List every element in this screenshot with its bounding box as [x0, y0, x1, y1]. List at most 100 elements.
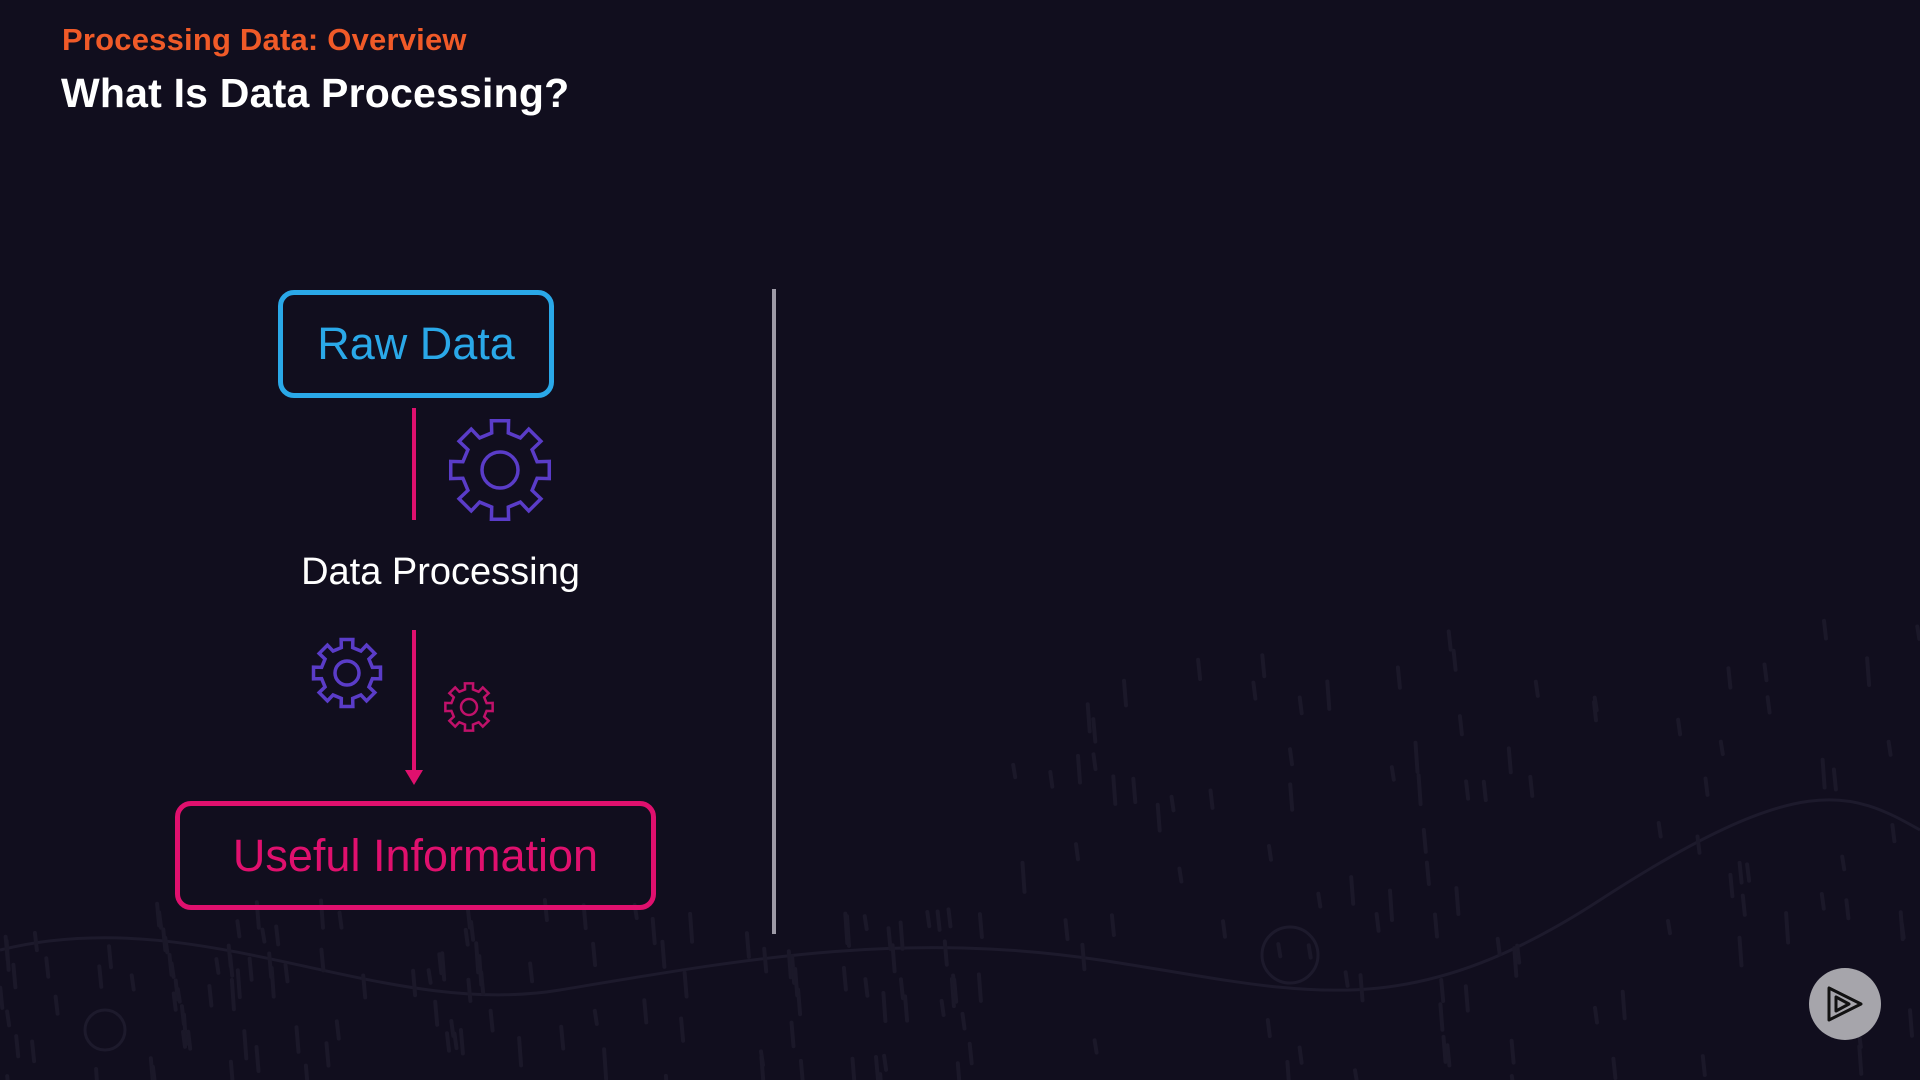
texture-tick [175, 987, 182, 1004]
texture-tick [642, 998, 649, 1025]
texture-tick [1109, 913, 1116, 937]
texture-tick [1737, 935, 1744, 968]
gear-outline [311, 637, 383, 709]
texture-tick [1457, 714, 1464, 737]
texture-tick [433, 999, 440, 1027]
texture-tick [1620, 989, 1627, 1021]
texture-tick [337, 910, 344, 930]
texture-tick [682, 970, 689, 999]
texture-tick [11, 962, 18, 990]
texture-tick [1908, 1008, 1914, 1038]
texture-tick [528, 961, 535, 984]
texture-tick [1454, 886, 1461, 916]
texture-tick [1424, 860, 1431, 886]
texture-tick [890, 943, 897, 974]
texture-tick [1011, 762, 1018, 780]
texture-tick [260, 927, 267, 944]
texture-tick [786, 949, 793, 980]
texture-tick [1288, 782, 1295, 812]
texture-tick [886, 926, 893, 951]
texture-tick [1288, 747, 1294, 767]
texture-tick [977, 912, 984, 939]
texture-tick [228, 1059, 235, 1080]
texture-tick [30, 1039, 37, 1064]
texture-tick [235, 968, 242, 1000]
texture-tick [744, 931, 751, 959]
section-eyebrow: Processing Data: Overview [62, 22, 467, 57]
texture-tick [1343, 970, 1350, 988]
texture-tick [488, 1008, 495, 1033]
texture-tick [274, 924, 281, 947]
texture-tick [107, 944, 113, 970]
texture-tick [1762, 662, 1769, 683]
gear-outline [448, 418, 552, 522]
texture-tick [1512, 946, 1519, 978]
texture-tick [1297, 1045, 1304, 1065]
texture-tick [1085, 702, 1092, 734]
texture-tick [789, 1020, 796, 1049]
texture-tick [181, 1029, 187, 1049]
texture-tick [1091, 717, 1098, 744]
texture-tick [592, 1008, 599, 1026]
texture-tick [1080, 942, 1087, 972]
texture-tick [1533, 679, 1540, 698]
texture-tick [53, 994, 60, 1016]
texture-tick [1374, 912, 1381, 933]
texture-tick [1899, 921, 1906, 940]
texture-tick [426, 968, 433, 985]
texture-tick [1196, 657, 1203, 681]
texture-tick [1463, 984, 1470, 1013]
texture-tick [1740, 893, 1747, 917]
play-logo-button[interactable] [1809, 968, 1881, 1040]
texture-tick [466, 977, 473, 1003]
texture-tick [1831, 767, 1838, 792]
useful-information-label: Useful Information [232, 829, 599, 881]
texture-tick [1464, 779, 1471, 801]
texture-tick [1445, 1043, 1452, 1068]
texture-tick [1515, 943, 1522, 965]
texture-tick [97, 964, 104, 989]
texture-tick [1857, 1044, 1864, 1076]
texture-tick [1784, 911, 1791, 945]
raw-data-box: Raw Data [278, 290, 554, 398]
texture-tick [1666, 919, 1672, 936]
texture-tick [14, 1034, 21, 1059]
texture-tick [1481, 779, 1488, 803]
texture-tick [862, 914, 869, 932]
gear-icon-large [448, 418, 552, 522]
play-logo-icon [1827, 986, 1863, 1022]
texture-tick [1092, 1038, 1099, 1055]
texture-tick [1416, 773, 1423, 807]
texture-tick [1306, 943, 1313, 960]
texture-tick [1890, 823, 1897, 844]
texture-tick [1700, 1054, 1707, 1077]
texture-tick [1844, 898, 1851, 921]
texture-tick [925, 910, 932, 929]
texture-tick [1446, 629, 1453, 652]
texture-tick [1358, 973, 1365, 1003]
page-title: What Is Data Processing? [61, 70, 570, 116]
texture-tick [591, 941, 598, 968]
texture-tick [1276, 942, 1283, 959]
texture-tick [1091, 752, 1098, 772]
texture-tick [235, 919, 242, 939]
texture-tick [1765, 695, 1772, 715]
texture-tick [1122, 678, 1128, 708]
texture-tick [960, 1011, 967, 1031]
texture-tick [228, 953, 235, 978]
texture-tick [1656, 821, 1663, 839]
texture-tick [319, 947, 326, 973]
texture-tick [440, 951, 447, 982]
texture-tick [254, 1045, 261, 1073]
texture-tick [1441, 1034, 1448, 1064]
texture-tick [1915, 624, 1920, 641]
texture-tick [1819, 892, 1826, 911]
texture-tick [952, 977, 959, 1004]
texture-tick [207, 984, 214, 1008]
texture-tick [882, 1053, 889, 1072]
texture-tick [267, 951, 274, 979]
texture-tick [463, 927, 470, 947]
texture-tick [1840, 854, 1847, 872]
